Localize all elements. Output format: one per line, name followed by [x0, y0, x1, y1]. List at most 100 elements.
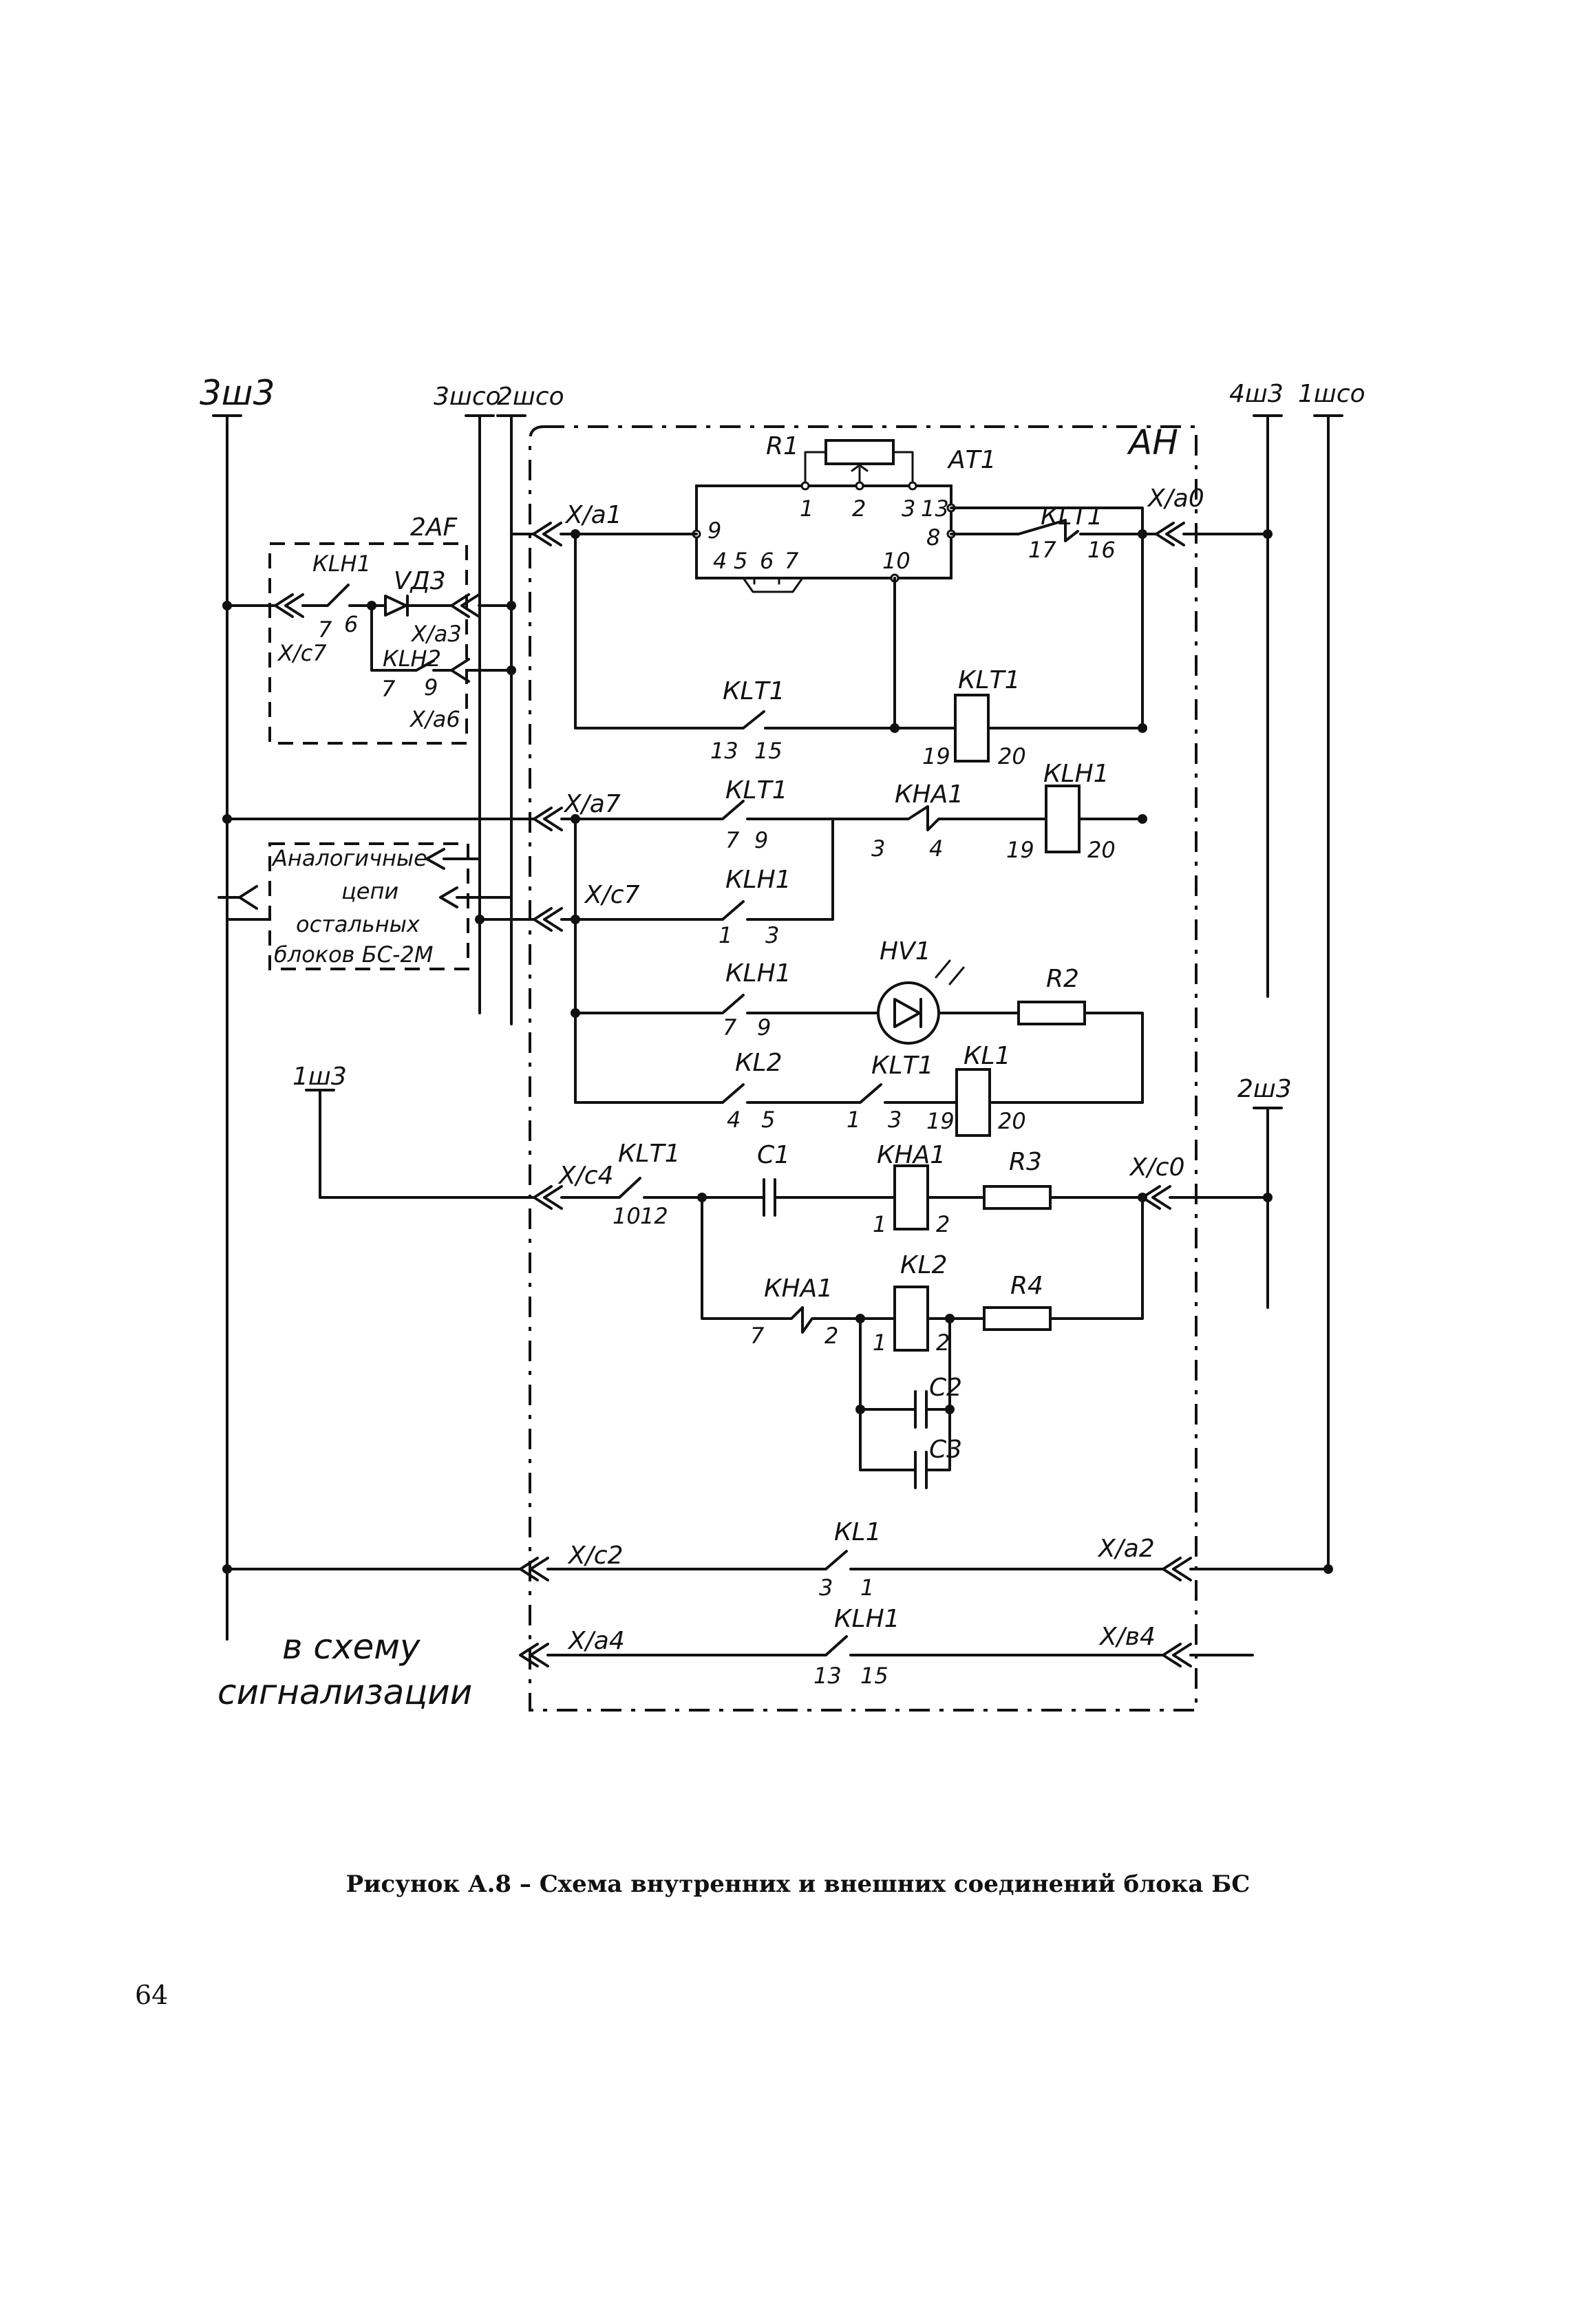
block-frame [529, 425, 1198, 1712]
klh1af-pin-6: 6 [344, 611, 358, 637]
klh1-coil [1045, 785, 1081, 853]
klt1-contact-d-label: КLТ1 [871, 1052, 934, 1080]
kha1coil-pin-1: 1 [873, 1211, 886, 1237]
af2-box [268, 542, 468, 745]
klt1-contact-c-label: КLТ1 [725, 776, 788, 804]
klh1c-pin-9: 9 [757, 1014, 771, 1041]
at1-pin-6: 6 [760, 548, 774, 574]
klh1-contact-c-label: КLН1 [725, 959, 791, 988]
analog-note-line-3: остальных [296, 911, 421, 937]
bus-2shso-label: 2шсо [497, 383, 564, 411]
at1-pin-10: 10 [882, 548, 911, 574]
connector-xa2: Х/а2 [1097, 1535, 1155, 1563]
kl2-contact-a-label: КL2 [735, 1049, 783, 1077]
connector-xc2: Х/с2 [567, 1542, 624, 1570]
bus-3shso-label: 3шсо [434, 383, 501, 411]
klt1-contact-e-label: КLТ1 [618, 1140, 681, 1168]
bus-3sh3-label: 3ш3 [200, 373, 275, 413]
at1-pin-5: 5 [734, 548, 747, 574]
klh1coil-pin-20: 20 [1087, 837, 1116, 863]
kha1-coil [893, 1164, 929, 1230]
analog-note-line-1: Аналогичные [271, 845, 427, 871]
analog-note-line-2: цепи [341, 878, 398, 904]
klt1e-pin-12: 12 [640, 1203, 668, 1229]
block-label: АН [1127, 423, 1178, 462]
klh1coil-pin-19: 19 [1006, 837, 1034, 863]
vd3-label: VД3 [394, 567, 446, 595]
kl2-coil [893, 1286, 929, 1352]
klt1d-pin-1: 1 [847, 1107, 860, 1133]
kl1-contact-b-label: КL1 [834, 1518, 882, 1546]
klt1-contact-b-label: КLТ1 [723, 677, 785, 705]
kl1-coil [955, 1068, 991, 1137]
r2-resistor [1017, 1001, 1086, 1025]
klt1c-pin-7: 7 [725, 827, 740, 853]
at1-pin-3: 3 [902, 495, 915, 522]
klt1a-pin-17: 17 [1028, 537, 1056, 563]
klh2-af-label: КLН2 [383, 646, 441, 672]
r3-label: R3 [1009, 1148, 1042, 1176]
signal-note-line-1: в схему [282, 1627, 421, 1667]
klh1-contact-b-label: КLН1 [725, 866, 791, 894]
figure-caption: Рисунок А.8 – Схема внутренних и внешних… [345, 1870, 1251, 1898]
kha1a-pin-3: 3 [871, 835, 885, 862]
kha1-contact-b-label: КНА1 [764, 1275, 833, 1303]
at1-pin-1: 1 [800, 495, 813, 522]
klh1d-pin-13: 13 [813, 1663, 842, 1689]
r1-resistor [824, 439, 895, 465]
r4-resistor [983, 1306, 1052, 1331]
klt1-contact-a-label: КLТ1 [1041, 502, 1103, 531]
kl2coil-pin-2: 2 [936, 1330, 950, 1356]
klh1b-pin-3: 3 [765, 922, 779, 948]
klh2af-pin-7: 7 [381, 676, 396, 702]
bus-4sh3-label: 4ш3 [1229, 380, 1284, 408]
connector-xa6: Х/а6 [409, 706, 460, 732]
at1-pin-8: 8 [926, 524, 940, 551]
klt1b-pin-13: 13 [710, 738, 738, 764]
kl2a-pin-4: 4 [727, 1107, 741, 1133]
kha1-contact-a-label: КНА1 [895, 780, 964, 809]
kl1coil-pin-20: 20 [998, 1108, 1026, 1134]
at1-pin-13: 13 [921, 495, 949, 522]
at1-label: АТ1 [947, 446, 997, 474]
klt1-coil [954, 694, 990, 763]
kl1b-pin-1: 1 [860, 1575, 874, 1601]
kha1a-pin-4: 4 [929, 835, 943, 862]
at1-pin-7: 7 [785, 548, 799, 574]
hv1-lamp [877, 981, 940, 1045]
klt1a-pin-16: 16 [1087, 537, 1116, 563]
kl1b-pin-3: 3 [819, 1575, 833, 1601]
klh1d-pin-15: 15 [860, 1663, 889, 1689]
kl2a-pin-5: 5 [761, 1107, 775, 1133]
at1-module [695, 484, 953, 579]
bus-lines [212, 414, 1343, 1641]
connector-xb4: Х/в4 [1098, 1623, 1156, 1651]
analog-note-line-4: блоков БС-2М [274, 941, 434, 968]
connector-xc7-af: Х/с7 [277, 640, 327, 666]
klt1-coil-label: КLТ1 [958, 666, 1021, 694]
klh1-contact-d-label: КLН1 [834, 1605, 900, 1633]
klt1coil-pin-19: 19 [922, 743, 950, 769]
hv1-label: НV1 [880, 937, 931, 966]
kha1b-pin-2: 2 [824, 1323, 838, 1349]
r4-label: R4 [1010, 1272, 1043, 1300]
at1-pin-4: 4 [713, 548, 727, 574]
kl2-coil-label: КL2 [900, 1251, 948, 1279]
c1-label: С1 [757, 1141, 790, 1169]
bus-1sh3-label: 1ш3 [292, 1063, 347, 1091]
r2-label: R2 [1046, 965, 1079, 993]
klh1b-pin-1: 1 [719, 922, 732, 948]
kha1b-pin-7: 7 [750, 1323, 765, 1349]
at1-pin-9: 9 [707, 518, 721, 544]
klh1-af-label: КLН1 [312, 551, 371, 577]
connector-xa1: Х/а1 [564, 501, 622, 529]
af2-label: 2АF [410, 513, 458, 542]
c2-label: С2 [929, 1374, 962, 1402]
bus-1shso-label: 1шсо [1298, 380, 1365, 408]
kha1-coil-label: КНА1 [877, 1141, 946, 1169]
klh1c-pin-7: 7 [723, 1014, 737, 1041]
signal-note-line-2: сигнализации [217, 1672, 472, 1712]
connector-xc0: Х/с0 [1129, 1153, 1185, 1182]
kha1coil-pin-2: 2 [936, 1211, 950, 1237]
